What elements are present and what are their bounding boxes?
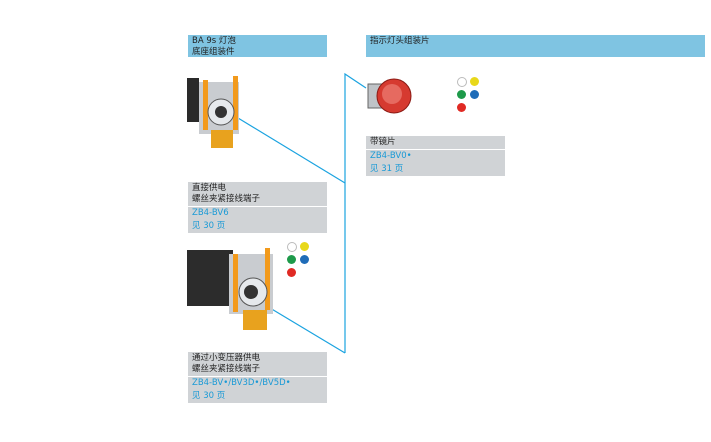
transformer-box: 通过小变压器供电螺丝夹紧接线端子 ZB4-BV•/BV3D•/BV5D• 见 3…	[188, 352, 327, 403]
lens-box-title: 带镜片	[366, 136, 505, 150]
transformer-box-line1: 通过小变压器供电	[192, 353, 261, 363]
yellow-swatch-2	[300, 242, 309, 251]
base-header-line2: 底座组装件	[192, 47, 235, 57]
transformer-base-image	[187, 248, 273, 330]
red-swatch	[457, 103, 466, 112]
head-header-title: 指示灯头组装片	[370, 36, 430, 46]
red-swatch-2	[287, 268, 296, 277]
blue-swatch	[470, 90, 479, 99]
direct-box: 直接供电螺丝夹紧接线端子 ZB4-BV6 见 30 页	[188, 182, 327, 233]
direct-box-line1: 直接供电	[192, 183, 227, 193]
green-swatch-2	[287, 255, 296, 264]
head-header: 指示灯头组装片	[366, 35, 705, 57]
white-swatch	[457, 77, 467, 87]
lens-box-page-link[interactable]: 见 31 页	[370, 164, 404, 174]
direct-box-line2: 螺丝夹紧接线端子	[192, 194, 261, 204]
yellow-swatch	[470, 77, 479, 86]
transformer-box-line2: 螺丝夹紧接线端子	[192, 364, 261, 374]
bulb-base-image	[187, 76, 239, 148]
transformer-box-code: ZB4-BV•/BV3D•/BV5D•	[192, 378, 291, 388]
lens-box: 带镜片 ZB4-BV0• 见 31 页	[366, 136, 505, 176]
base-header: BA 9s 灯泡 底座组装件	[188, 35, 327, 57]
direct-box-code: ZB4-BV6	[192, 208, 229, 218]
white-swatch-2	[287, 242, 297, 252]
transformer-box-page-link[interactable]: 见 30 页	[192, 391, 226, 401]
base-header-line1: BA 9s 灯泡	[192, 36, 236, 46]
green-swatch	[457, 90, 466, 99]
lens-head-image	[367, 78, 412, 114]
blue-swatch-2	[300, 255, 309, 264]
lens-box-code: ZB4-BV0•	[370, 151, 412, 161]
direct-box-page-link[interactable]: 见 30 页	[192, 221, 226, 231]
